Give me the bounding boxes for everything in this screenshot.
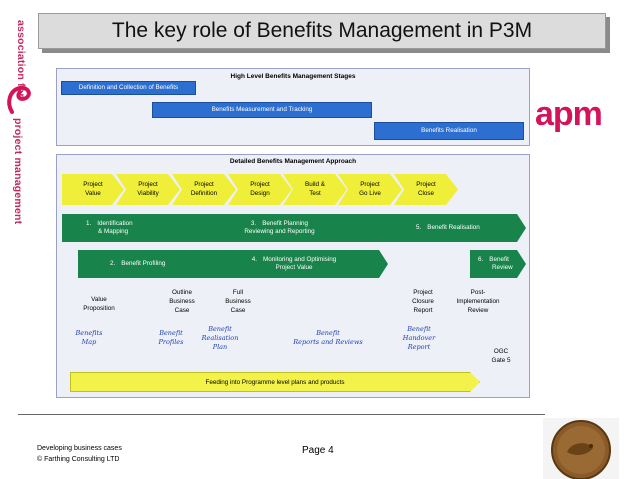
stage-realisation: Benefits Realisation bbox=[374, 122, 524, 140]
side-logo: association for project management bbox=[0, 0, 34, 240]
footer-divider bbox=[18, 414, 545, 415]
feed-arrow: Feeding into Programme level plans and p… bbox=[70, 372, 480, 392]
side-logo-mark bbox=[7, 85, 31, 114]
step-identification-mapping: 1.Identification& Mapping bbox=[62, 214, 182, 242]
page-number: Page 4 bbox=[302, 445, 334, 456]
page-title: The key role of Benefits Management in P… bbox=[38, 13, 606, 49]
chevron-build-test: Build &Test bbox=[283, 174, 347, 205]
side-logo-line2: project management bbox=[12, 118, 24, 225]
high-level-panel-title: High Level Benefits Management Stages bbox=[230, 73, 356, 80]
apm-logo: apm bbox=[535, 95, 603, 133]
step-benefit-profiling: 2.Benefit Profiling bbox=[78, 250, 213, 278]
detailed-panel-title: Detailed Benefits Management Approach bbox=[229, 158, 357, 165]
stage-definition: Definition and Collection of Benefits bbox=[61, 81, 196, 95]
stage-measurement: Benefits Measurement and Tracking bbox=[152, 102, 372, 118]
step-benefit-realisation: 5.Benefit Realisation bbox=[378, 214, 526, 242]
footer-credit: Developing business cases© Farthing Cons… bbox=[37, 445, 122, 463]
farthing-coin-image bbox=[543, 418, 619, 479]
